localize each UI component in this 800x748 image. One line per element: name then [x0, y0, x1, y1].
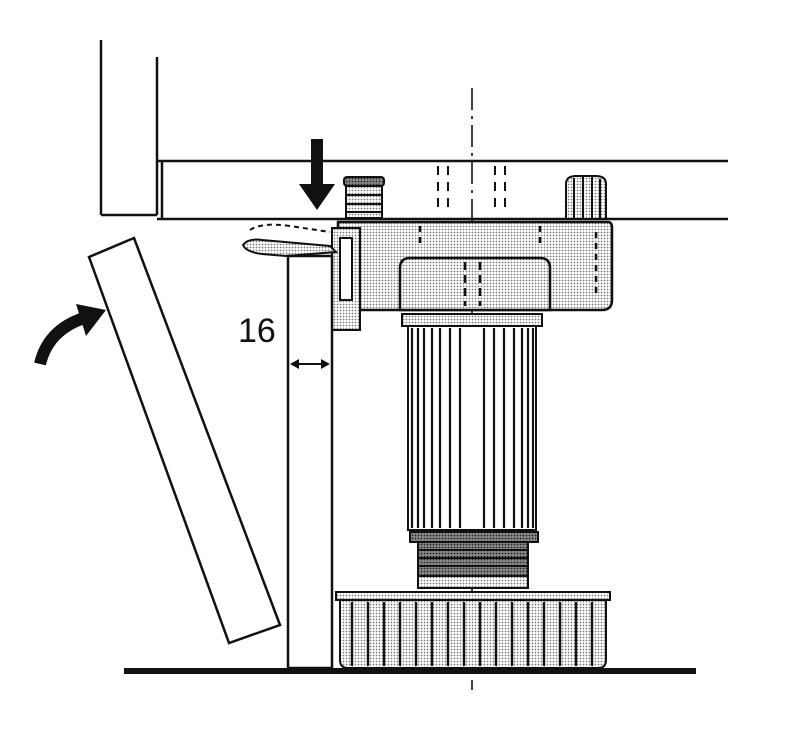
plinth-panel-installed	[286, 254, 334, 670]
knurled-dowel	[565, 175, 607, 220]
down-arrow-icon	[299, 139, 335, 210]
foot-mounting-plate	[336, 220, 614, 312]
cabinet-bottom-board	[157, 159, 728, 221]
plinth-clip	[241, 223, 361, 331]
dimension-label: 16	[238, 312, 276, 350]
foot-column	[401, 313, 543, 543]
threaded-dowel	[343, 176, 385, 219]
plinth-panel-tilted	[87, 236, 282, 645]
curved-arrow-icon	[34, 304, 106, 366]
double-arrow-icon	[290, 359, 330, 369]
cabinet-side-panel	[99, 40, 159, 217]
threaded-spindle	[417, 541, 529, 589]
hidden-lines	[437, 166, 506, 214]
foot-base	[335, 591, 611, 669]
